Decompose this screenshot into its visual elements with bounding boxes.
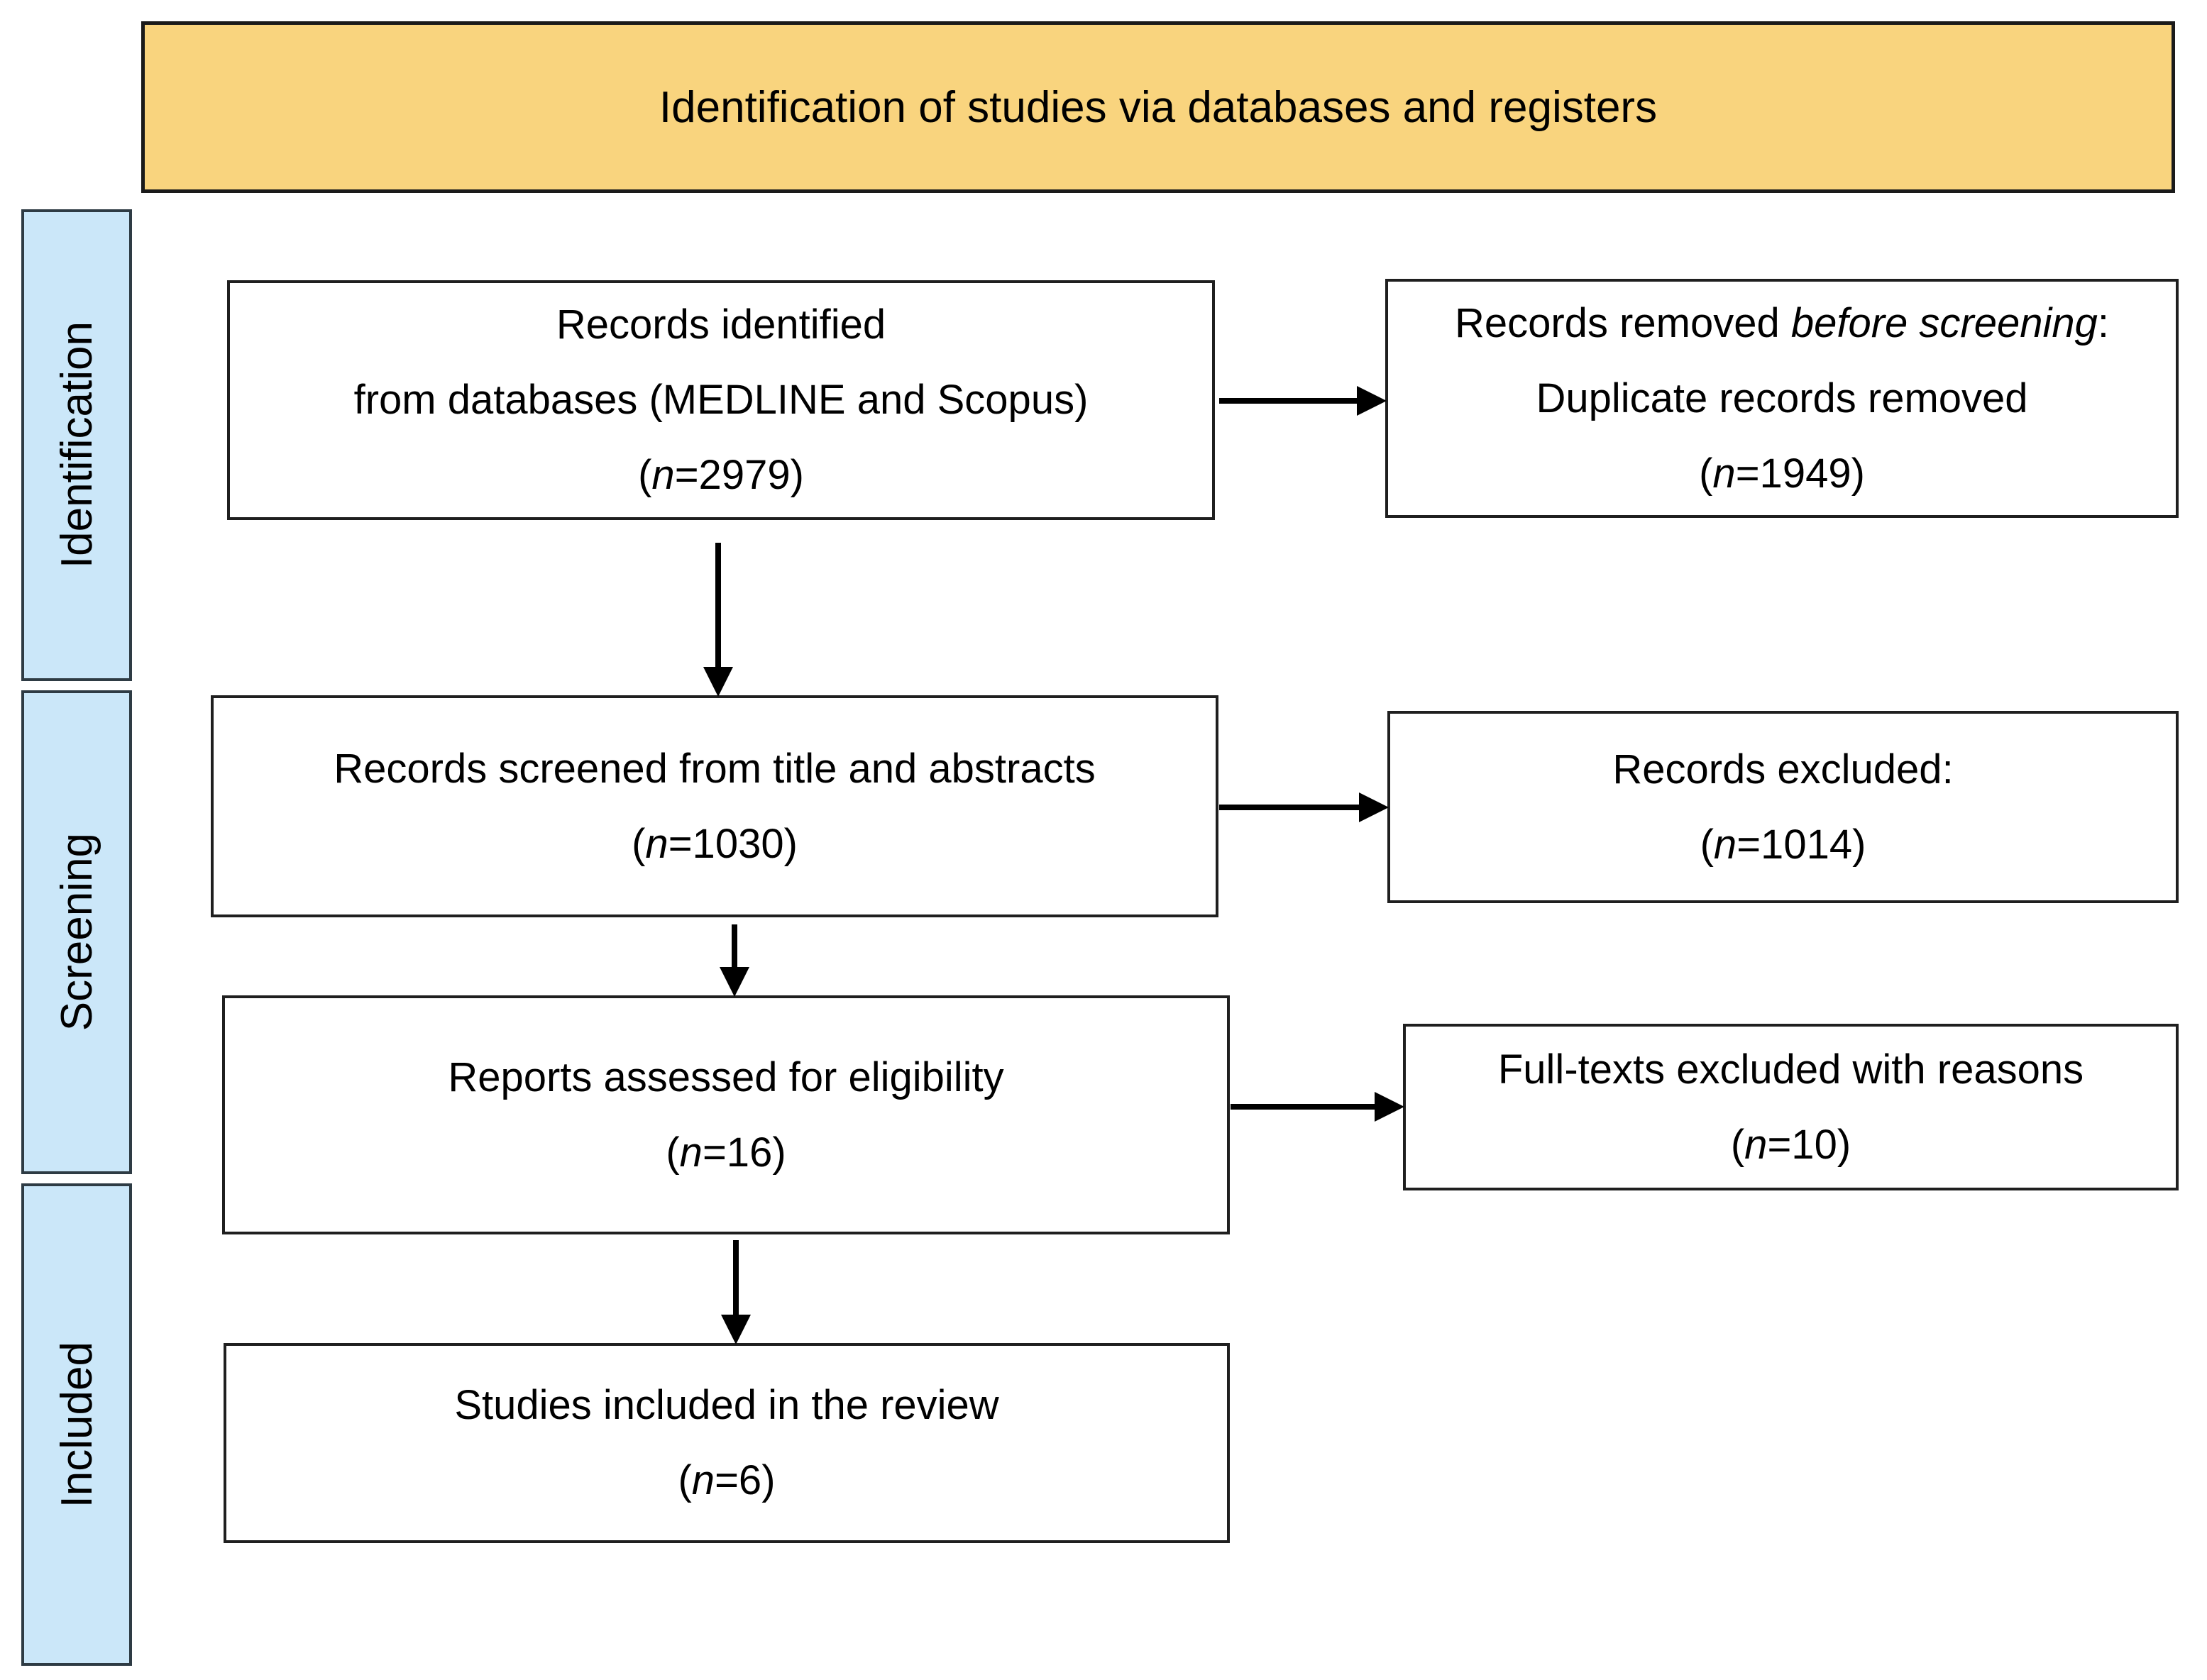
arrow-stem [732,924,737,968]
stage-label-identification: Identification [52,321,101,569]
stage-band-screening: Screening [21,690,132,1174]
n-variable: n [1713,821,1737,868]
arrow-head-down-icon [703,667,733,697]
banner-title-bar: Identification of studies via databases … [141,21,2175,193]
arrow-stem [1231,1104,1376,1110]
box-line: Duplicate records removed [1536,375,2028,421]
box-records-screened: Records screened from title and abstract… [211,695,1218,917]
arrow-assessed-to-fulltexts-excluded [1231,1092,1404,1122]
box-count: (n=1949) [1699,450,1865,497]
arrow-screened-to-excluded [1219,792,1389,822]
stage-label-screening: Screening [52,833,101,1032]
box-records-identified: Records identified from databases (MEDLI… [227,280,1215,520]
box-count: (n=1030) [632,820,798,867]
box-count: (n=2979) [638,452,804,498]
box-count: (n=10) [1730,1121,1851,1168]
arrow-head-right-icon [1357,386,1387,416]
stage-label-included: Included [52,1341,101,1508]
box-line: Full-texts excluded with reasons [1497,1046,2084,1093]
box-line: Records identified [556,302,886,348]
n-variable: n [679,1129,703,1176]
arrow-identified-to-removed [1219,386,1387,416]
arrow-stem [715,543,721,668]
arrow-head-down-icon [721,1315,751,1344]
box-line: Records screened from title and abstract… [334,745,1096,792]
box-reports-assessed: Reports assessed for eligibility (n=16) [222,995,1230,1234]
arrow-head-right-icon [1375,1092,1404,1122]
box-count: (n=6) [678,1457,776,1503]
box-count: (n=16) [666,1129,786,1176]
box-count: (n=1014) [1700,821,1866,868]
arrow-stem [733,1240,739,1316]
box-line: from databases (MEDLINE and Scopus) [353,377,1089,423]
box-records-removed-before-screening: Records removed before screening: Duplic… [1385,279,2179,518]
box-line: Reports assessed for eligibility [448,1054,1004,1100]
arrow-screened-to-assessed [720,924,749,997]
box-line: Studies included in the review [454,1382,999,1428]
box-studies-included: Studies included in the review (n=6) [224,1343,1230,1543]
n-variable: n [651,452,675,498]
stage-band-identification: Identification [21,209,132,681]
italic-phrase: before screening [1790,299,2098,346]
n-variable: n [1712,450,1736,497]
arrow-stem [1219,398,1358,404]
arrow-head-down-icon [720,967,749,997]
box-line: Records removed before screening: [1454,299,2110,346]
stage-band-included: Included [21,1183,132,1666]
arrow-identified-to-screened [703,543,733,697]
box-fulltexts-excluded: Full-texts excluded with reasons (n=10) [1403,1024,2179,1190]
arrow-assessed-to-included [721,1240,751,1344]
box-records-excluded: Records excluded: (n=1014) [1387,711,2179,903]
arrow-head-right-icon [1359,792,1389,822]
box-line: Records excluded: [1612,746,1954,792]
n-variable: n [691,1457,715,1503]
arrow-stem [1219,805,1360,810]
n-variable: n [1744,1121,1768,1168]
n-variable: n [645,820,668,867]
banner-title: Identification of studies via databases … [659,82,1658,132]
